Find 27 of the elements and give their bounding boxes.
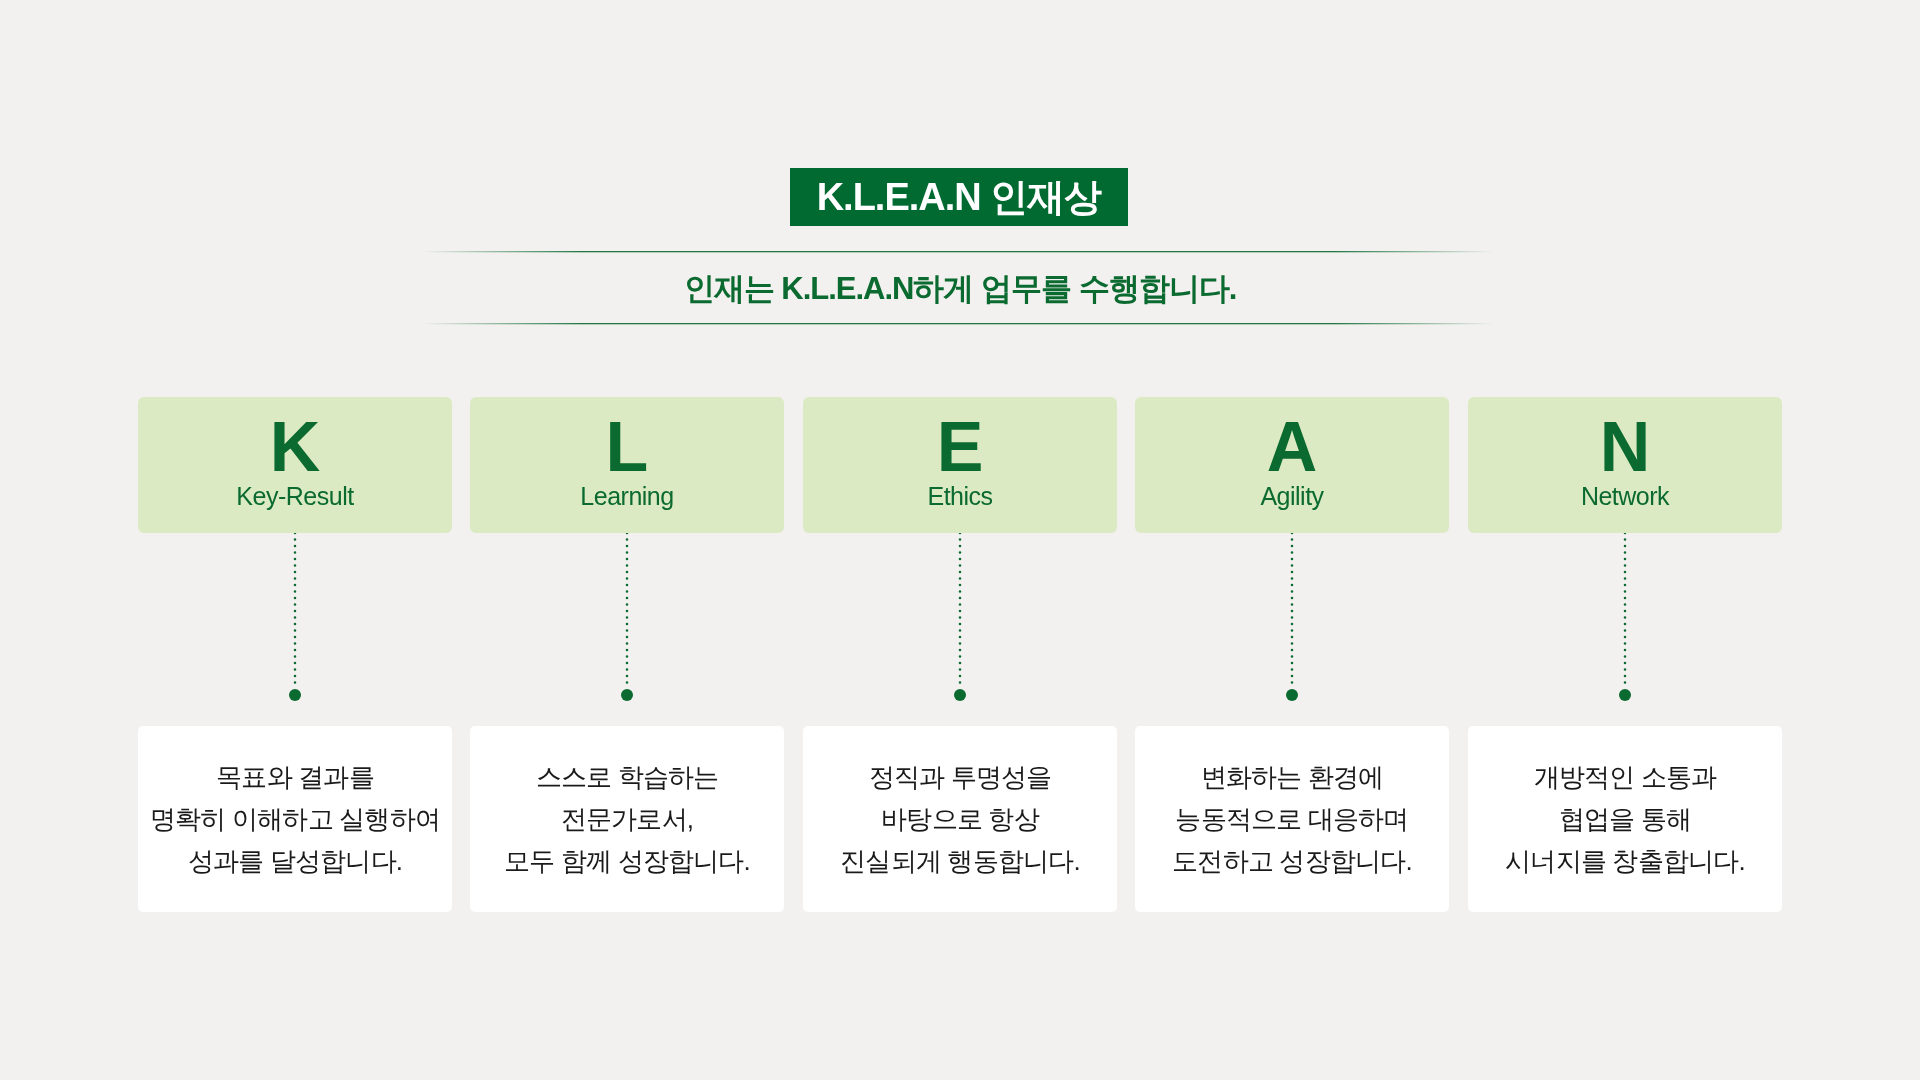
connector-dot — [1619, 689, 1631, 701]
keyword-card — [1468, 397, 1782, 533]
initial-letter: L — [605, 414, 649, 480]
keyword-card — [138, 397, 452, 533]
description-text: 정직과 투명성을 바탕으로 항상 진실되게 행동합니다. — [840, 761, 1080, 878]
keyword-label: Agility — [1260, 481, 1324, 512]
keyword-card — [470, 397, 784, 533]
initial-letter: E — [936, 414, 984, 480]
connector-dot — [954, 689, 966, 701]
keyword-card — [803, 397, 1117, 533]
description-text: 목표와 결과를 명확히 이해하고 실행하여 성과를 달성합니다. — [149, 761, 441, 878]
keyword-card — [1135, 397, 1449, 533]
initial-letter: A — [1266, 414, 1318, 480]
connector-dot — [289, 689, 301, 701]
initial-letter: N — [1599, 414, 1651, 480]
description-text: 스스로 학습하는 전문가로서, 모두 함께 성장합니다. — [503, 761, 751, 878]
keyword-label: Ethics — [927, 481, 993, 512]
description-text: 변화하는 환경에 능동적으로 대응하며 도전하고 성장합니다. — [1172, 761, 1412, 878]
initial-letter: K — [269, 414, 321, 480]
connector-dot — [1286, 689, 1298, 701]
subtitle: 인재는 K.L.E.A.N하게 업무를 수행합니다. — [682, 270, 1238, 308]
keyword-label: Key-Result — [236, 481, 354, 512]
keyword-label: Learning — [580, 481, 674, 512]
connector-dot — [621, 689, 633, 701]
title-banner: K.L.E.A.N 인재상 — [790, 168, 1128, 226]
keyword-label: Network — [1580, 481, 1670, 512]
description-text: 개방적인 소통과 협업을 통해 시너지를 창출합니다. — [1505, 761, 1745, 878]
